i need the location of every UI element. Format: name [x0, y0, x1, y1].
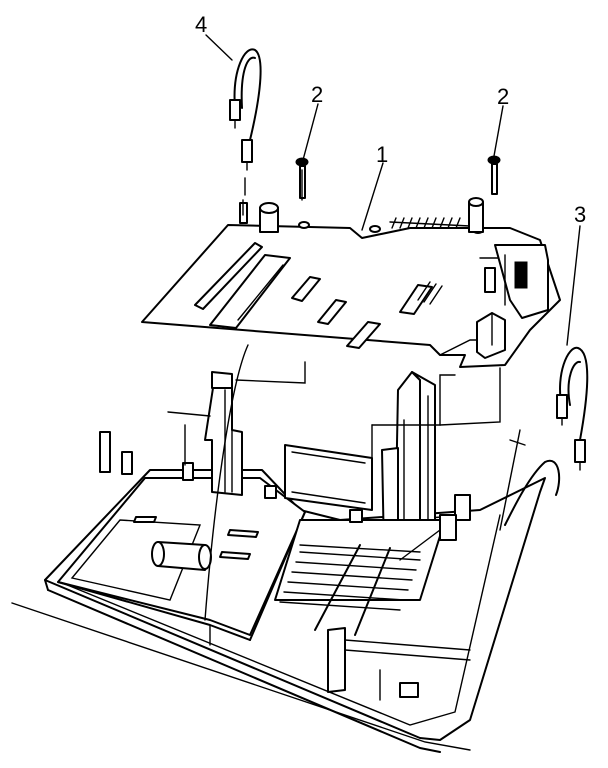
screw-right-part	[487, 155, 501, 195]
left-riser	[204, 371, 243, 496]
bottom-bar-assembly	[327, 627, 471, 701]
ic-chip-a	[291, 276, 321, 302]
callout-4: 4	[195, 12, 207, 37]
callout-2-right: 2	[497, 84, 509, 109]
circuit-board	[141, 197, 561, 368]
lower-slot	[219, 551, 251, 560]
right-slot	[227, 529, 259, 538]
long-ic-chip	[209, 254, 291, 329]
cylinder-component	[151, 541, 212, 571]
callout-labels: 4 2 1 2 3	[195, 12, 586, 227]
screw-left-part	[295, 157, 309, 201]
base-wire	[499, 429, 561, 531]
projection-lines	[167, 344, 501, 621]
connector-board	[284, 444, 373, 511]
edge-connector	[194, 242, 263, 310]
ic-chip-c	[346, 321, 381, 349]
left-slot	[133, 516, 157, 523]
callout-leaders	[205, 34, 581, 346]
ic-chip-b	[317, 299, 347, 325]
callout-1: 1	[376, 142, 388, 167]
callout-3: 3	[574, 202, 586, 227]
wire-harness-left	[229, 48, 262, 216]
board-block	[476, 312, 506, 359]
wire-harness-right	[556, 346, 589, 471]
base-posts	[99, 431, 471, 541]
cooling-grille	[274, 519, 446, 636]
callout-2-left: 2	[311, 82, 323, 107]
